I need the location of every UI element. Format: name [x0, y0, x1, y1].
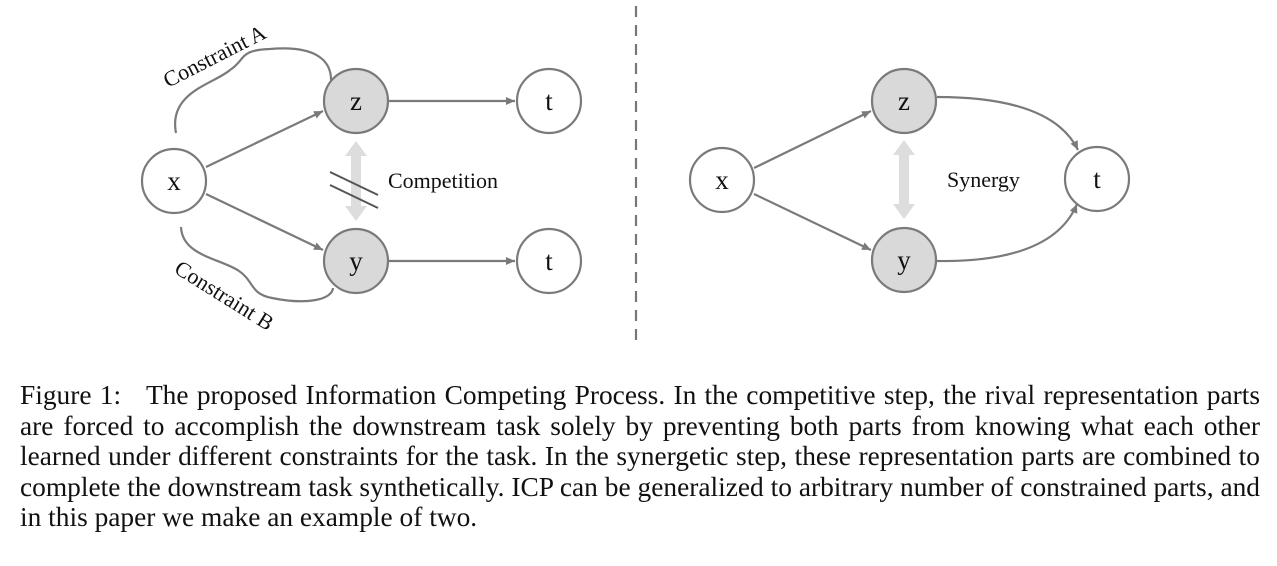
- information-competing-process-diagram: x z y t t Constraint A Constraint B Comp…: [140, 6, 1131, 344]
- competition-double-arrow: [329, 141, 379, 221]
- node-t-bottom-left-label: t: [545, 246, 553, 276]
- node-y-right-label: y: [897, 245, 911, 275]
- edge-z-to-t-right: [936, 95, 1079, 151]
- node-x-right: x: [688, 146, 756, 214]
- node-t-top-left-label: t: [545, 86, 553, 116]
- synergy-double-arrow: [893, 140, 915, 219]
- node-y-left: y: [322, 227, 390, 295]
- node-x-left-label: x: [167, 166, 181, 196]
- synergy-label: Synergy: [947, 167, 1020, 192]
- node-z-left: z: [322, 67, 390, 135]
- node-t-bottom-left: t: [515, 227, 583, 295]
- edge-x-to-z-right: [753, 110, 872, 169]
- figure-caption: Figure 1: The proposed Information Compe…: [20, 380, 1260, 533]
- node-t-top-left: t: [515, 67, 583, 135]
- edge-x-to-y-left: [205, 193, 324, 251]
- node-t-right-label: t: [1093, 164, 1101, 194]
- edge-x-to-z-left: [205, 110, 324, 168]
- node-y-left-label: y: [349, 246, 363, 276]
- figure-number: Figure 1:: [20, 380, 122, 410]
- caption-text: The proposed Information Competing Proce…: [20, 380, 1261, 532]
- node-z-left-label: z: [350, 86, 362, 116]
- node-x-right-label: x: [715, 165, 729, 195]
- right-panel-synergetic-step: x z y t Synergy: [688, 67, 1131, 294]
- constraint-a-label: Constraint A: [159, 19, 270, 92]
- node-t-right: t: [1063, 145, 1131, 213]
- constraint-a-brace: [173, 47, 333, 134]
- node-x-left: x: [140, 147, 208, 215]
- competition-label: Competition: [388, 168, 498, 193]
- edge-x-to-y-right: [753, 193, 872, 251]
- constraint-b-brace: [179, 226, 335, 303]
- node-z-right: z: [870, 67, 938, 135]
- edge-y-to-t-right: [936, 203, 1079, 263]
- node-z-right-label: z: [898, 86, 910, 116]
- node-y-right: y: [870, 226, 938, 294]
- left-panel-competitive-step: x z y t t Constraint A Constraint B Comp…: [140, 19, 583, 336]
